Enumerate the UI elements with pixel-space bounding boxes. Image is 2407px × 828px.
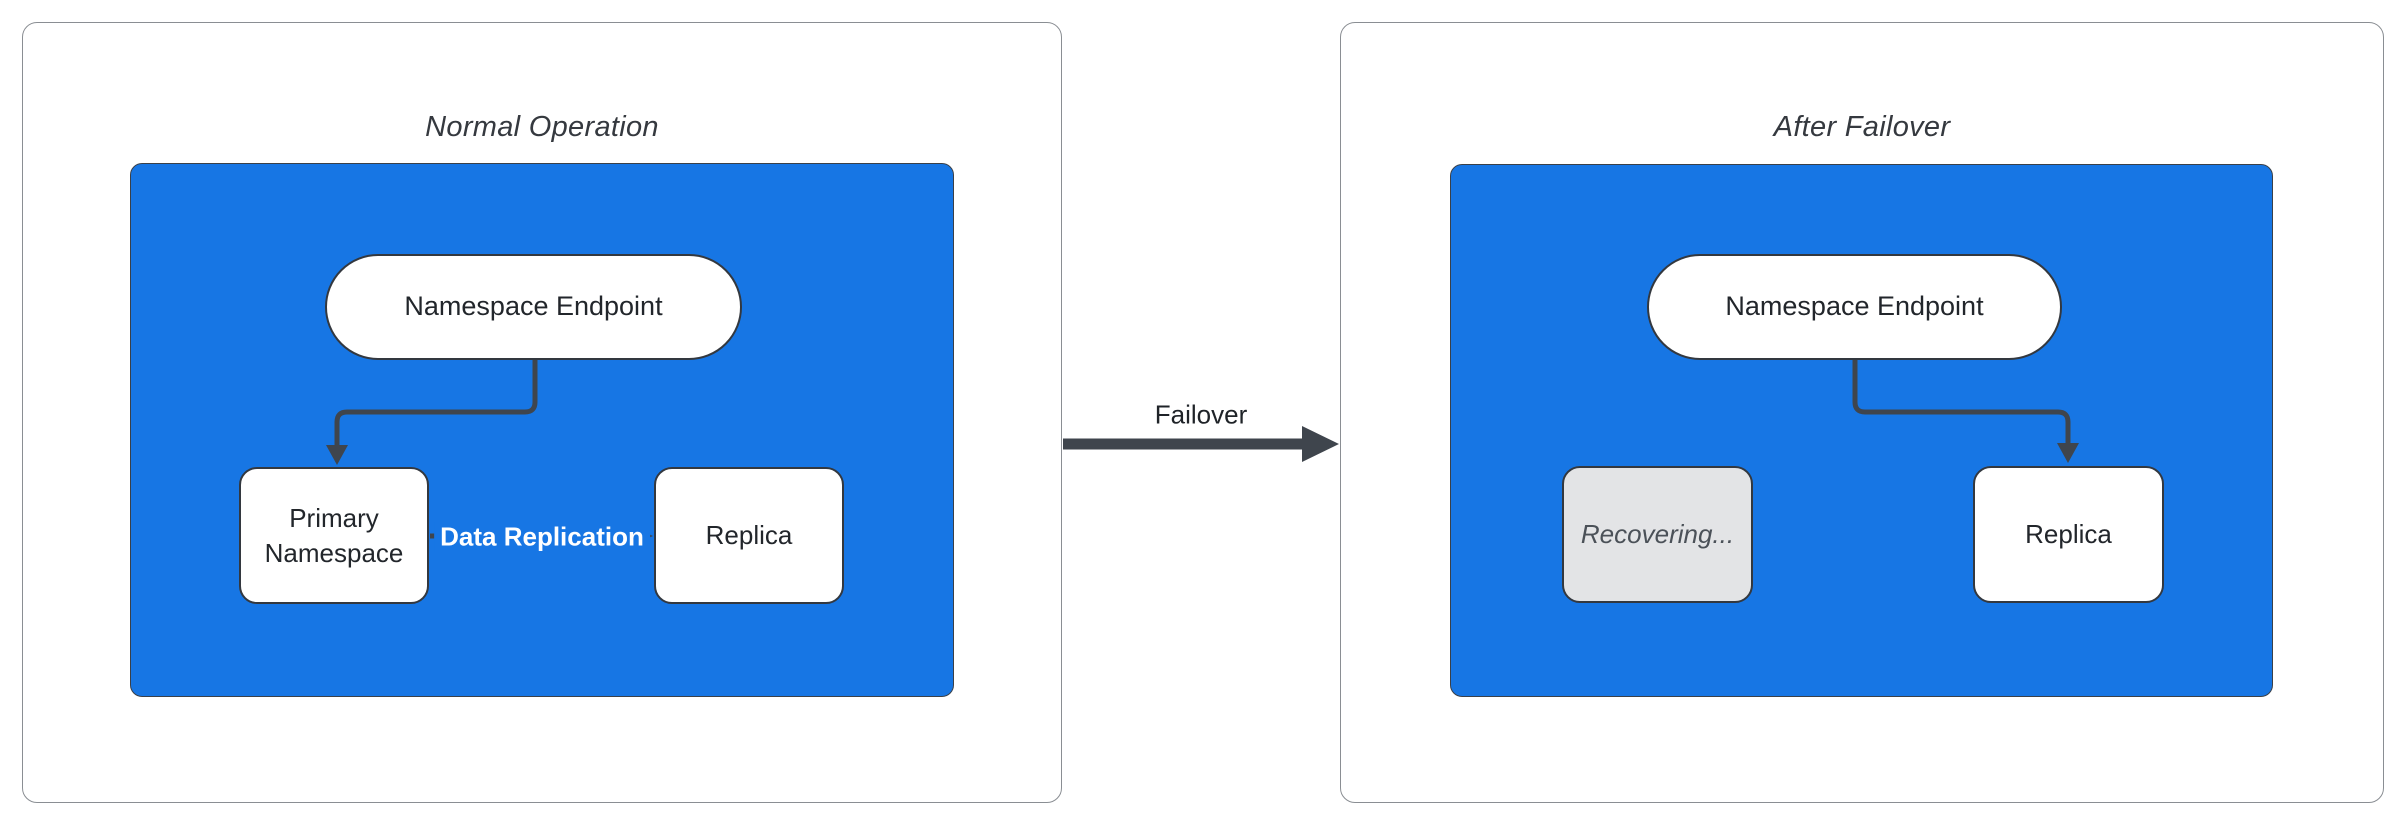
failover-edge-label: Failover bbox=[1144, 399, 1258, 431]
group-normal-operation bbox=[130, 163, 954, 697]
data-replication-edge-label: Data Replication bbox=[434, 521, 650, 553]
group-after-failover bbox=[1450, 164, 2273, 697]
primary-namespace-label: Primary Namespace bbox=[264, 503, 404, 568]
replica-label: Replica bbox=[2025, 519, 2112, 550]
namespace-endpoint-label: Namespace Endpoint bbox=[404, 291, 663, 322]
failover-arrowhead-icon bbox=[1302, 426, 1339, 462]
replica-label: Replica bbox=[705, 520, 793, 551]
recovering-label: Recovering... bbox=[1580, 519, 1735, 550]
recovering-node: Recovering... bbox=[1562, 466, 1753, 603]
namespace-endpoint-label: Namespace Endpoint bbox=[1725, 291, 1984, 322]
panel-title-after-failover: After Failover bbox=[1773, 111, 1951, 143]
namespace-endpoint-node-after: Namespace Endpoint bbox=[1647, 254, 2062, 360]
panel-title-normal-operation: Normal Operation bbox=[425, 111, 659, 143]
replica-node-normal: Replica bbox=[654, 467, 844, 604]
primary-namespace-node: Primary Namespace bbox=[239, 467, 429, 604]
replica-node-after: Replica bbox=[1973, 466, 2164, 603]
namespace-endpoint-node-normal: Namespace Endpoint bbox=[325, 254, 742, 360]
